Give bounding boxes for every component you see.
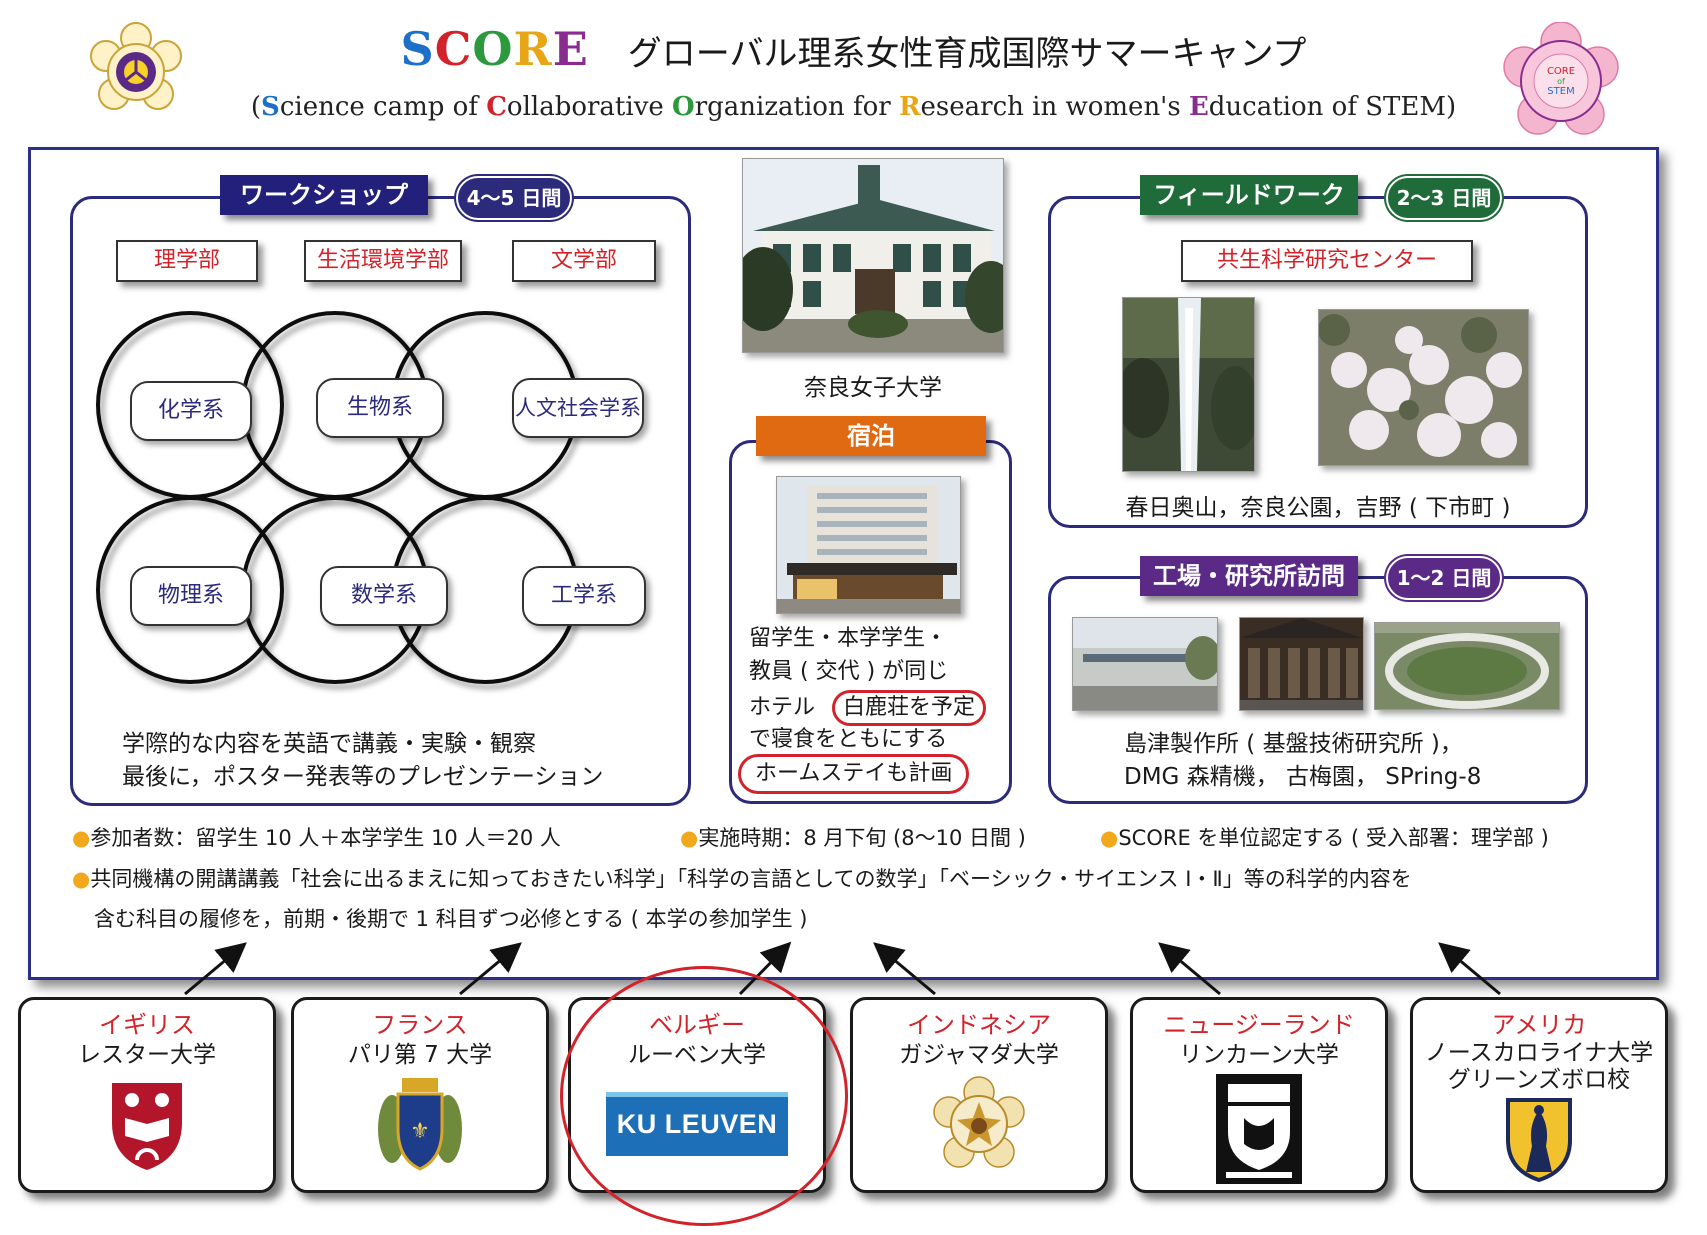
arrow-indonesia — [873, 942, 936, 996]
venn-circle-physics — [96, 496, 284, 684]
shimadzu-photo — [1072, 617, 1218, 711]
discipline-physics: 物理系 — [130, 566, 252, 626]
venn-diagram — [96, 311, 579, 684]
factory-caption-2: DMG 森精機， 古梅園， SPring-8 — [1124, 764, 1482, 790]
factory-caption-1: 島津製作所 ( 基盤技術研究所 )， — [1124, 731, 1463, 757]
partner-university: ガジャマダ大学 — [899, 1042, 1059, 1068]
fieldwork-days-badge: 2〜3 日間 — [1386, 176, 1502, 220]
discipline-engineering: 工学系 — [522, 566, 646, 626]
crest-icon: ⚜ — [378, 1078, 462, 1171]
info-courses-1: ●共同機構の開講講義「社会に出るまえに知っておきたい科学」「科学の言語としての数… — [72, 867, 1412, 891]
bullet-icon: ● — [72, 826, 91, 850]
university-name: 奈良女子大学 — [804, 375, 942, 401]
homestay-highlight: ホームステイも計画 — [738, 754, 970, 794]
partner-country: アメリカ — [1491, 1011, 1587, 1039]
faculty-human-life-environment: 生活環境学部 — [304, 240, 462, 282]
info-participants: ●参加者数：留学生 10 人＋本学学生 10 人＝20 人 — [72, 826, 561, 850]
bullet-icon: ● — [1100, 826, 1119, 850]
partner-university: ノースカロライナ大学 — [1424, 1040, 1654, 1066]
core-of-stem-emblem-icon: CORE of STEM — [1502, 21, 1620, 140]
spring8-photo — [1374, 622, 1560, 710]
hotel-name-highlight: 白鹿荘を予定 — [832, 690, 987, 726]
partner-country: インドネシア — [907, 1011, 1051, 1039]
workshop-caption-1: 学際的な内容を英語で講義・実験・観察 — [122, 731, 536, 757]
info-credit: ●SCORE を単位認定する ( 受入部署：理学部 ) — [1100, 826, 1549, 850]
factory-tab: 工場・研究所訪問 — [1140, 556, 1358, 596]
faculty-letters: 文学部 — [512, 240, 656, 282]
lodging-line-3: ホテル 白鹿荘を予定 — [749, 690, 987, 726]
arrow-uk — [184, 942, 247, 996]
partner-university: リンカーン大学 — [1179, 1042, 1339, 1068]
partner-university-campus: グリーンズボロ校 — [1447, 1067, 1631, 1093]
workshop-tab: ワークショップ — [220, 175, 428, 215]
partner-card-new-zealand: ニュージーランド リンカーン大学 — [1130, 997, 1388, 1193]
discipline-biology: 生物系 — [316, 378, 444, 438]
university-building-photo — [742, 158, 1004, 353]
seal-icon — [933, 1076, 1025, 1168]
shield-icon — [112, 1083, 182, 1170]
shield-icon — [1506, 1098, 1572, 1183]
discipline-mathematics: 数学系 — [320, 566, 448, 626]
university-emblem-icon — [86, 22, 186, 122]
waterfall-photo — [1122, 297, 1255, 472]
factory-days-badge: 1〜2 日間 — [1386, 556, 1502, 600]
title-japanese: グローバル理系女性育成国際サマーキャンプ — [627, 34, 1307, 74]
info-period: ●実施時期：8 月下旬 (8〜10 日間 ) — [680, 826, 1026, 850]
crest-icon — [1216, 1074, 1302, 1184]
subtitle: (Science camp of Collaborative Organizat… — [250, 92, 1457, 122]
partner-card-indonesia: インドネシア ガジャマダ大学 — [850, 997, 1108, 1193]
partner-country: ニュージーランド — [1163, 1011, 1355, 1039]
partner-country: フランス — [372, 1011, 468, 1039]
discipline-humanities-social: 人文社会学系 — [512, 378, 644, 438]
discipline-chemistry: 化学系 — [130, 381, 252, 441]
belgium-highlight-circle — [560, 966, 848, 1226]
svg-text:⚜: ⚜ — [410, 1119, 430, 1144]
lodging-tab: 宿泊 — [756, 416, 986, 456]
partner-university: パリ第 7 大学 — [347, 1042, 493, 1068]
faculty-science: 理学部 — [116, 240, 258, 282]
info-courses-2: 含む科目の履修を，前期・後期で 1 科目ずつ必修とする ( 本学の参加学生 ) — [94, 907, 808, 931]
symbiosis-center-label: 共生科学研究センター — [1181, 240, 1473, 282]
svg-text:CORE: CORE — [1547, 66, 1575, 77]
fieldwork-tab: フィールドワーク — [1140, 175, 1358, 215]
page-title: SCORE グローバル理系女性育成国際サマーキャンプ — [0, 22, 1707, 76]
arrow-france — [459, 942, 522, 996]
partner-arrows — [184, 941, 1501, 996]
lodging-line-4: で寝食をともにする — [749, 727, 948, 752]
workshop-days-badge: 4〜5 日間 — [456, 176, 572, 220]
lodging-line-2: 教員 ( 交代 ) が同じ — [749, 659, 949, 684]
yoshino-cherry-photo — [1318, 309, 1529, 466]
bullet-icon: ● — [72, 867, 91, 891]
arrow-usa — [1438, 942, 1501, 996]
partner-country: イギリス — [99, 1011, 195, 1039]
workshop-caption-2: 最後に，ポスター発表等のプレゼンテーション — [122, 764, 604, 790]
partner-card-usa: アメリカ ノースカロライナ大学 グリーンズボロ校 — [1410, 997, 1668, 1193]
fieldwork-caption: 春日奥山，奈良公園，吉野 ( 下市町 ) — [1125, 495, 1511, 521]
kobaien-photo — [1239, 617, 1364, 711]
hotel-photo — [776, 476, 961, 614]
svg-text:STEM: STEM — [1547, 86, 1574, 97]
score-logo-text: SCORE — [400, 22, 589, 76]
arrow-new-zealand — [1158, 942, 1221, 996]
partner-university: レスター大学 — [78, 1042, 216, 1068]
lodging-line-1: 留学生・本学学生・ — [749, 626, 948, 651]
bullet-icon: ● — [680, 826, 699, 850]
partner-card-france: フランス パリ第 7 大学 ⚜ — [291, 997, 549, 1193]
svg-text:of: of — [1557, 77, 1565, 86]
partner-card-uk: イギリス レスター大学 — [18, 997, 276, 1193]
